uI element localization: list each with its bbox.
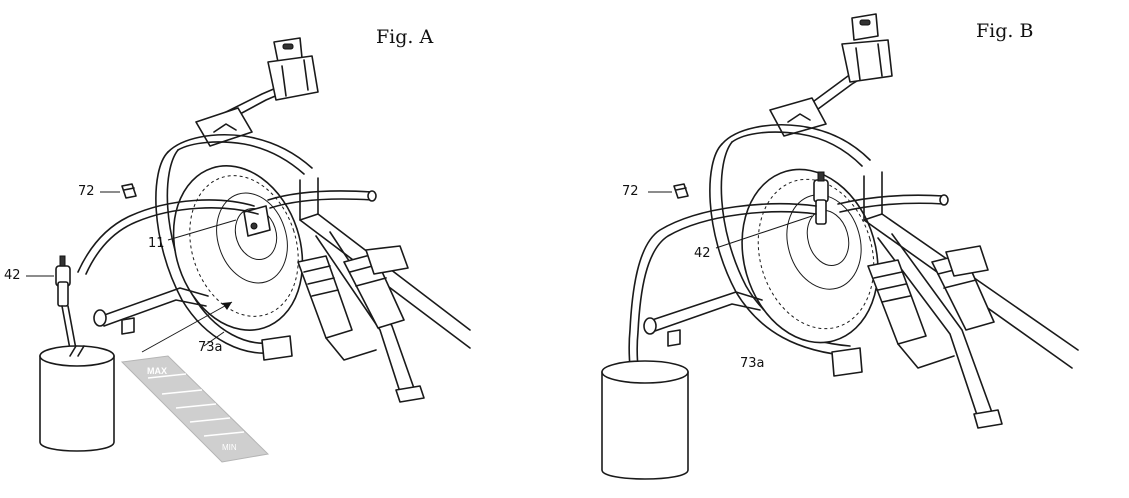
callout-42-b: 42 (694, 246, 711, 261)
callout-73a-b: 73a (740, 356, 765, 371)
callout-73a-a: 73a (198, 340, 223, 355)
pump-nozzle-b (813, 171, 829, 225)
callout-42-a: 42 (4, 268, 21, 283)
fig-a-title: Fig. A (376, 26, 434, 48)
fig-b-drawing (601, 13, 1079, 480)
water-tank-b (741, 168, 879, 344)
bucket-b (601, 360, 689, 480)
fig-a-drawing: MAX MIN (26, 37, 471, 463)
cap-72-b (648, 183, 689, 199)
foot-pedals-a (297, 245, 409, 361)
monitor (209, 37, 319, 129)
foot-pedals-b (867, 245, 995, 369)
level-gauge: MAX MIN (120, 355, 270, 463)
bucket-a (39, 345, 115, 452)
callout-72-b: 72 (622, 184, 639, 199)
callout-72-a: 72 (78, 184, 95, 199)
gauge-min-label: MIN (222, 443, 237, 452)
cap-72-a (100, 183, 137, 199)
water-tank-a (172, 165, 304, 331)
fig-b-title: Fig. B (976, 20, 1034, 42)
gauge-max-label: MAX (147, 366, 167, 376)
callout-11-a: 11 (148, 236, 165, 251)
pump-nozzle-a (26, 255, 79, 361)
monitor-b (809, 13, 893, 113)
